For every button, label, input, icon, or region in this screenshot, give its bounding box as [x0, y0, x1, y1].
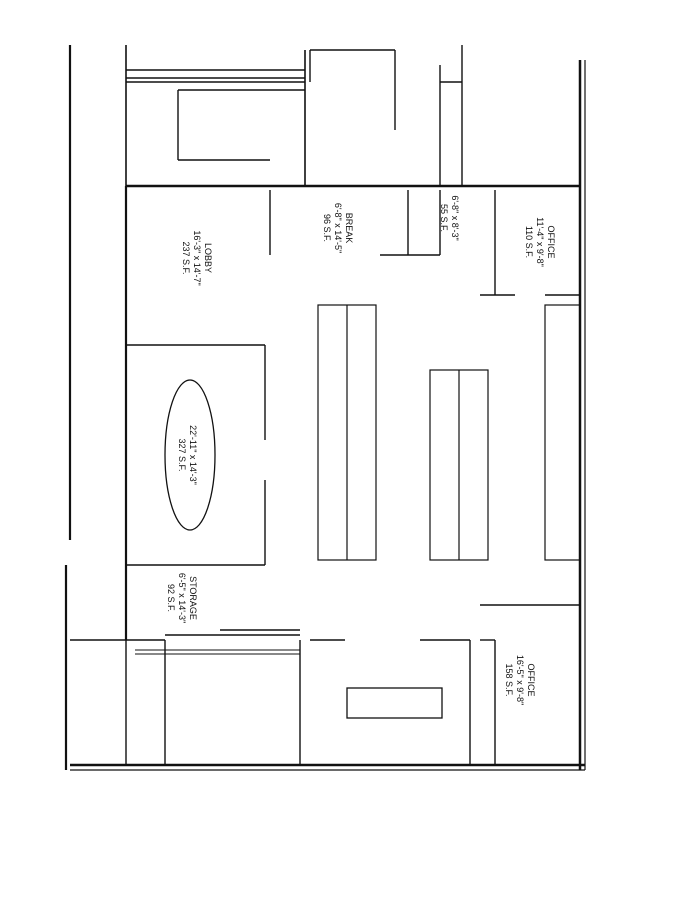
office-top-dims: 11'-4" x 9'-8": [535, 217, 545, 267]
storage-name: STORAGE: [188, 576, 198, 620]
stairs: [135, 649, 300, 655]
storage-area: 92 S.F.: [166, 584, 176, 612]
break-area: 96 S.F.: [322, 214, 332, 242]
small-room-area: 55 S.F.: [439, 204, 449, 232]
room-labels: LOBBY 16'-3" x 14'-7" 237 S.F. BREAK 6'-…: [166, 195, 556, 705]
conference-dims: 22'-11" x 14'-3": [188, 425, 198, 485]
conference-table: [164, 379, 216, 531]
conference-area: 327 S.F.: [177, 438, 187, 471]
break-dims: 6'-8" x 14'-5": [333, 203, 343, 253]
small-room-dims: 6'-8" x 8'-3": [450, 195, 460, 240]
office-top-area: 110 S.F.: [524, 226, 534, 258]
break-name: BREAK: [344, 213, 354, 244]
lobby-name: LOBBY: [203, 243, 213, 273]
office-bottom-name: OFFICE: [526, 664, 536, 697]
storage-dims: 6'-5" x 14'-3": [177, 573, 187, 623]
workstations: [317, 304, 581, 561]
office-bottom-dims: 16'-5" x 9'-8": [515, 655, 525, 705]
meeting-table: [346, 687, 443, 719]
lobby-area: 237 S.F.: [181, 241, 191, 274]
office-top-name: OFFICE: [546, 226, 556, 259]
walls: [64, 45, 586, 771]
office-bottom-area: 158 S.F.: [504, 663, 514, 696]
lobby-dims: 16'-3" x 14'-7": [192, 230, 202, 285]
